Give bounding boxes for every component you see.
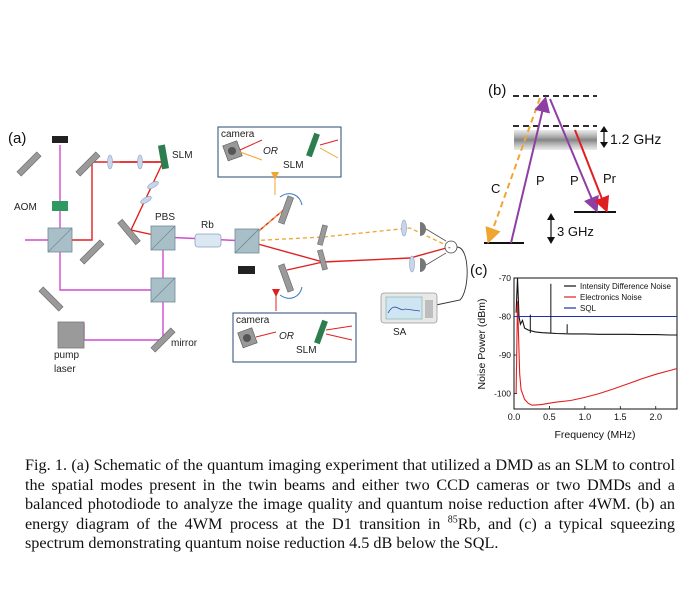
beam-dump-bottom (238, 266, 255, 274)
inset-top-or: OR (263, 146, 278, 157)
camera-icon (237, 327, 258, 349)
aom-device (52, 201, 68, 211)
caption-text-2: Rb, and (c) a typical squeezing spectrum… (25, 514, 675, 553)
label-pr: Pr (603, 171, 617, 186)
svg-text:-: - (448, 243, 451, 252)
label-c: C (491, 181, 500, 196)
inset-bottom-slm-label: SLM (296, 345, 317, 356)
y-tick-label: -80 (499, 312, 512, 322)
slm-icon (306, 132, 320, 158)
x-tick-label: 0.0 (508, 412, 521, 422)
series-line-2 (515, 301, 678, 406)
slm-label: SLM (172, 150, 193, 161)
excited-band (514, 130, 597, 150)
plot-frame (513, 277, 678, 410)
panel-c-label: (c) (470, 262, 488, 279)
inset-bottom: camera OR SLM (232, 312, 357, 363)
y-tick-label: -100 (494, 389, 511, 399)
spectrum-analyzer (380, 292, 438, 324)
series-line-1 (515, 277, 677, 336)
x-tick-label: 1.0 (579, 412, 592, 422)
pump-arrow-2 (549, 98, 599, 213)
splitting-arrow-top (600, 126, 608, 148)
legend-entry: Electronics Noise (580, 293, 642, 302)
x-tick-label: 0.5 (543, 412, 556, 422)
caption-text-1: Fig. 1. (a) Schematic of the quantum ima… (25, 456, 675, 533)
sa-label: SA (393, 327, 407, 338)
label-p1: P (536, 173, 545, 188)
mirrors (16, 151, 328, 353)
conjugate-beam-paths (246, 206, 451, 248)
inset-bottom-camera-label: camera (236, 315, 270, 326)
y-tick-label: -70 (499, 273, 512, 283)
rb-cell (194, 233, 222, 248)
pump-arrow-1 (510, 96, 551, 244)
x-axis-label: Frequency (MHz) (554, 429, 635, 441)
probe-beam-paths (60, 161, 451, 271)
x-tick-label: 2.0 (649, 412, 662, 422)
photodiodes: - (420, 222, 468, 306)
splitting-label-bottom: 3 GHz (557, 224, 594, 239)
label-p2: P (570, 173, 579, 188)
flip-arrow-top (279, 193, 303, 206)
inset-top-slm-label: SLM (283, 160, 304, 171)
beam-dump-top (52, 136, 68, 143)
figure-1: (a) (8, 82, 678, 441)
pump-laser-label-2: laser (54, 364, 76, 375)
rb-label: Rb (201, 220, 214, 231)
inset-bottom-or: OR (279, 331, 294, 342)
pbs-label: PBS (155, 212, 175, 223)
series-group (514, 277, 678, 406)
y-axis-label: Noise Power (dBm) (476, 298, 488, 389)
figure-caption: Fig. 1. (a) Schematic of the quantum ima… (25, 456, 675, 554)
lenses (107, 154, 415, 273)
panel-a-label: (a) (8, 130, 26, 147)
probe-arrow (574, 129, 610, 213)
pump-laser-label-1: pump (54, 350, 79, 361)
x-tick-label: 1.5 (614, 412, 627, 422)
panel-b-energy-diagram: (b) C P P Pr 1.2 GHz 3 GHz (484, 82, 661, 244)
conjugate-arrow (485, 97, 541, 244)
mirror-label: mirror (171, 338, 198, 349)
legend-entry: Intensity Difference Noise (580, 282, 672, 291)
beam-splitters (47, 225, 260, 303)
legend-entry: SQL (580, 304, 597, 313)
slm-device (157, 144, 170, 170)
splitting-label-top: 1.2 GHz (610, 131, 661, 147)
panel-a-schematic: (a) (8, 126, 468, 375)
inset-top: camera OR SLM (217, 126, 342, 178)
pump-laser (57, 321, 85, 349)
y-tick-label: -90 (499, 350, 512, 360)
panel-c-squeezing-chart: (c) 0.0 0.5 1.0 1.5 2.0 -70 -80 -90 -100 Intensi… (470, 262, 678, 441)
splitting-arrow-bottom (547, 213, 555, 244)
caption-superscript: 85 (447, 514, 458, 526)
inset-top-camera-label: camera (221, 129, 255, 140)
flip-arrow-bottom (279, 286, 303, 299)
camera-icon (222, 140, 243, 162)
aom-label: AOM (14, 202, 37, 213)
panel-b-label: (b) (488, 82, 506, 99)
slm-icon (314, 319, 328, 345)
